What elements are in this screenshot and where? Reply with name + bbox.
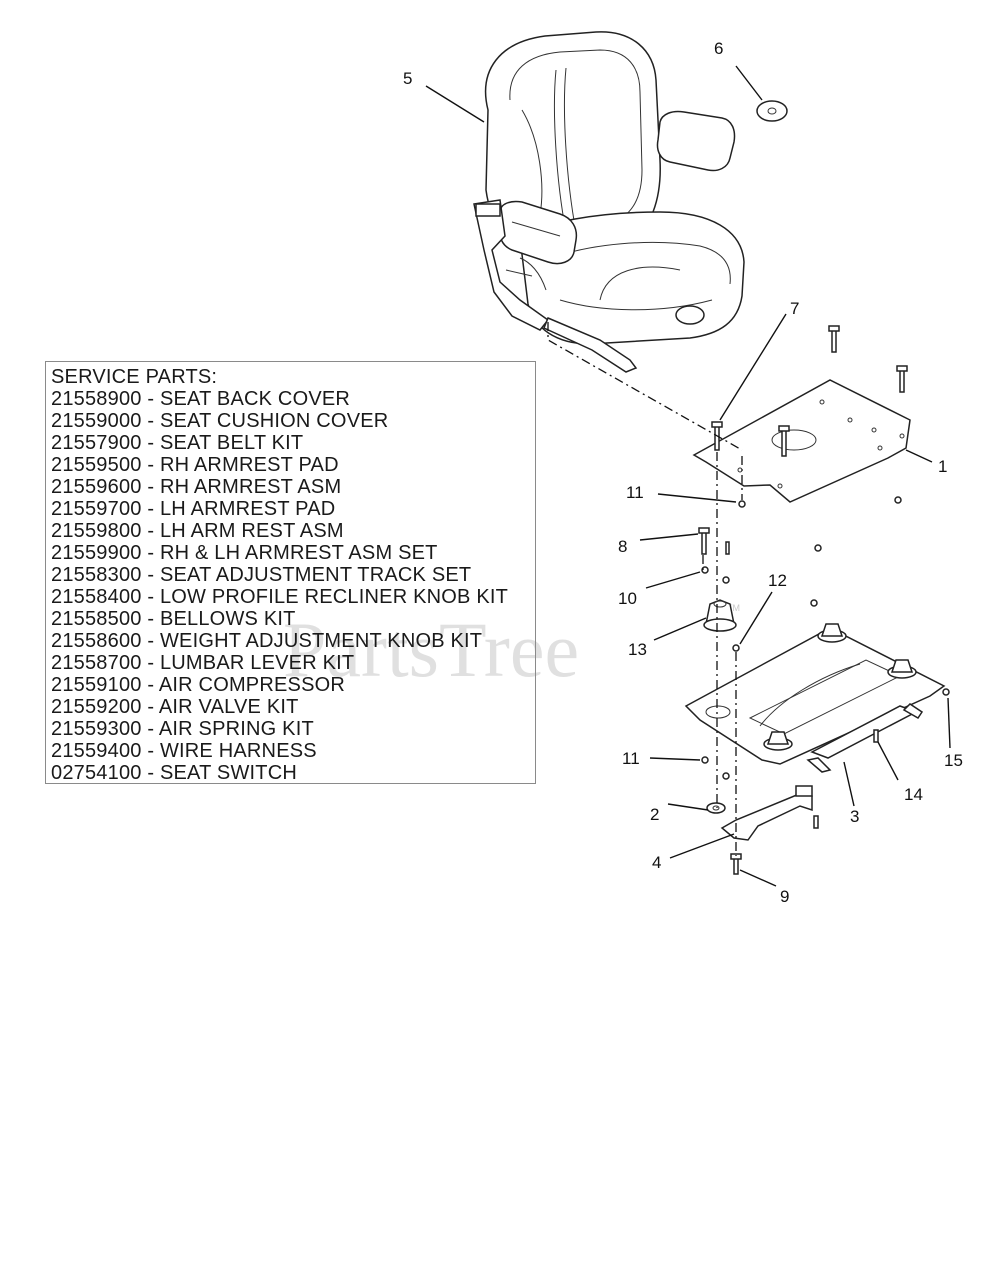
seat-assembly <box>473 31 745 373</box>
service-part-line: 21559300 - AIR SPRING KIT <box>51 718 314 740</box>
switch-bracket <box>720 791 813 841</box>
watermark-text: PartsTree <box>283 606 579 693</box>
seat-side-mechanism <box>473 199 550 331</box>
service-part-line: 21559400 - WIRE HARNESS <box>51 740 317 762</box>
service-part-line: 21559500 - RH ARMREST PAD <box>51 454 339 476</box>
cover-6 <box>756 100 788 122</box>
service-part-line: 21559800 - LH ARM REST ASM <box>51 520 344 542</box>
callout-12: 12 <box>768 571 787 590</box>
service-part-line: 21559700 - LH ARMREST PAD <box>51 498 336 520</box>
seat-base <box>684 627 946 765</box>
service-parts-title: SERVICE PARTS: <box>51 366 218 388</box>
service-part-line: 21558600 - WEIGHT ADJUSTMENT KNOB KIT <box>51 630 483 652</box>
service-part-line: 21559600 - RH ARMREST ASM <box>51 476 342 498</box>
service-parts-box: SERVICE PARTS: 21558900 - SEAT BACK COVE… <box>45 361 536 784</box>
callout-2: 2 <box>650 805 659 824</box>
callout-10: 10 <box>618 589 637 608</box>
service-part-line: 21558900 - SEAT BACK COVER <box>51 388 351 410</box>
service-part-line: 21558300 - SEAT ADJUSTMENT TRACK SET <box>51 564 472 586</box>
service-part-line: 21558500 - BELLOWS KIT <box>51 608 296 630</box>
callout-9: 9 <box>780 887 789 906</box>
callout-8: 8 <box>618 537 627 556</box>
service-part-line: 21558400 - LOW PROFILE RECLINER KNOB KIT <box>51 586 509 608</box>
service-part-line: 21559200 - AIR VALVE KIT <box>51 696 299 718</box>
service-part-line: 21558700 - LUMBAR LEVER KIT <box>51 652 355 674</box>
callout-15: 15 <box>944 751 963 770</box>
mounting-plate <box>692 379 911 503</box>
washer <box>706 802 726 814</box>
callout-3: 3 <box>850 807 859 826</box>
service-part-line: 21559900 - RH & LH ARMREST ASM SET <box>51 542 438 564</box>
callout-1: 1 <box>938 457 947 476</box>
lh-armrest <box>498 200 578 265</box>
watermark-tm: TM <box>727 603 740 613</box>
service-part-line: 21559000 - SEAT CUSHION COVER <box>51 410 389 432</box>
callout-5: 5 <box>403 69 412 88</box>
callout-6: 6 <box>714 39 723 58</box>
service-part-line: 21559100 - AIR COMPRESSOR <box>51 674 346 696</box>
service-part-line: 02754100 - SEAT SWITCH <box>51 762 297 784</box>
callout-11-top: 11 <box>626 483 644 502</box>
callout-4: 4 <box>652 853 661 872</box>
service-part-line: 21557900 - SEAT BELT KIT <box>51 432 304 454</box>
callout-13: 13 <box>628 640 647 659</box>
callout-11-bottom: 11 <box>622 749 640 768</box>
callout-14: 14 <box>904 785 923 804</box>
rh-armrest <box>656 110 736 172</box>
callout-7: 7 <box>790 299 799 318</box>
